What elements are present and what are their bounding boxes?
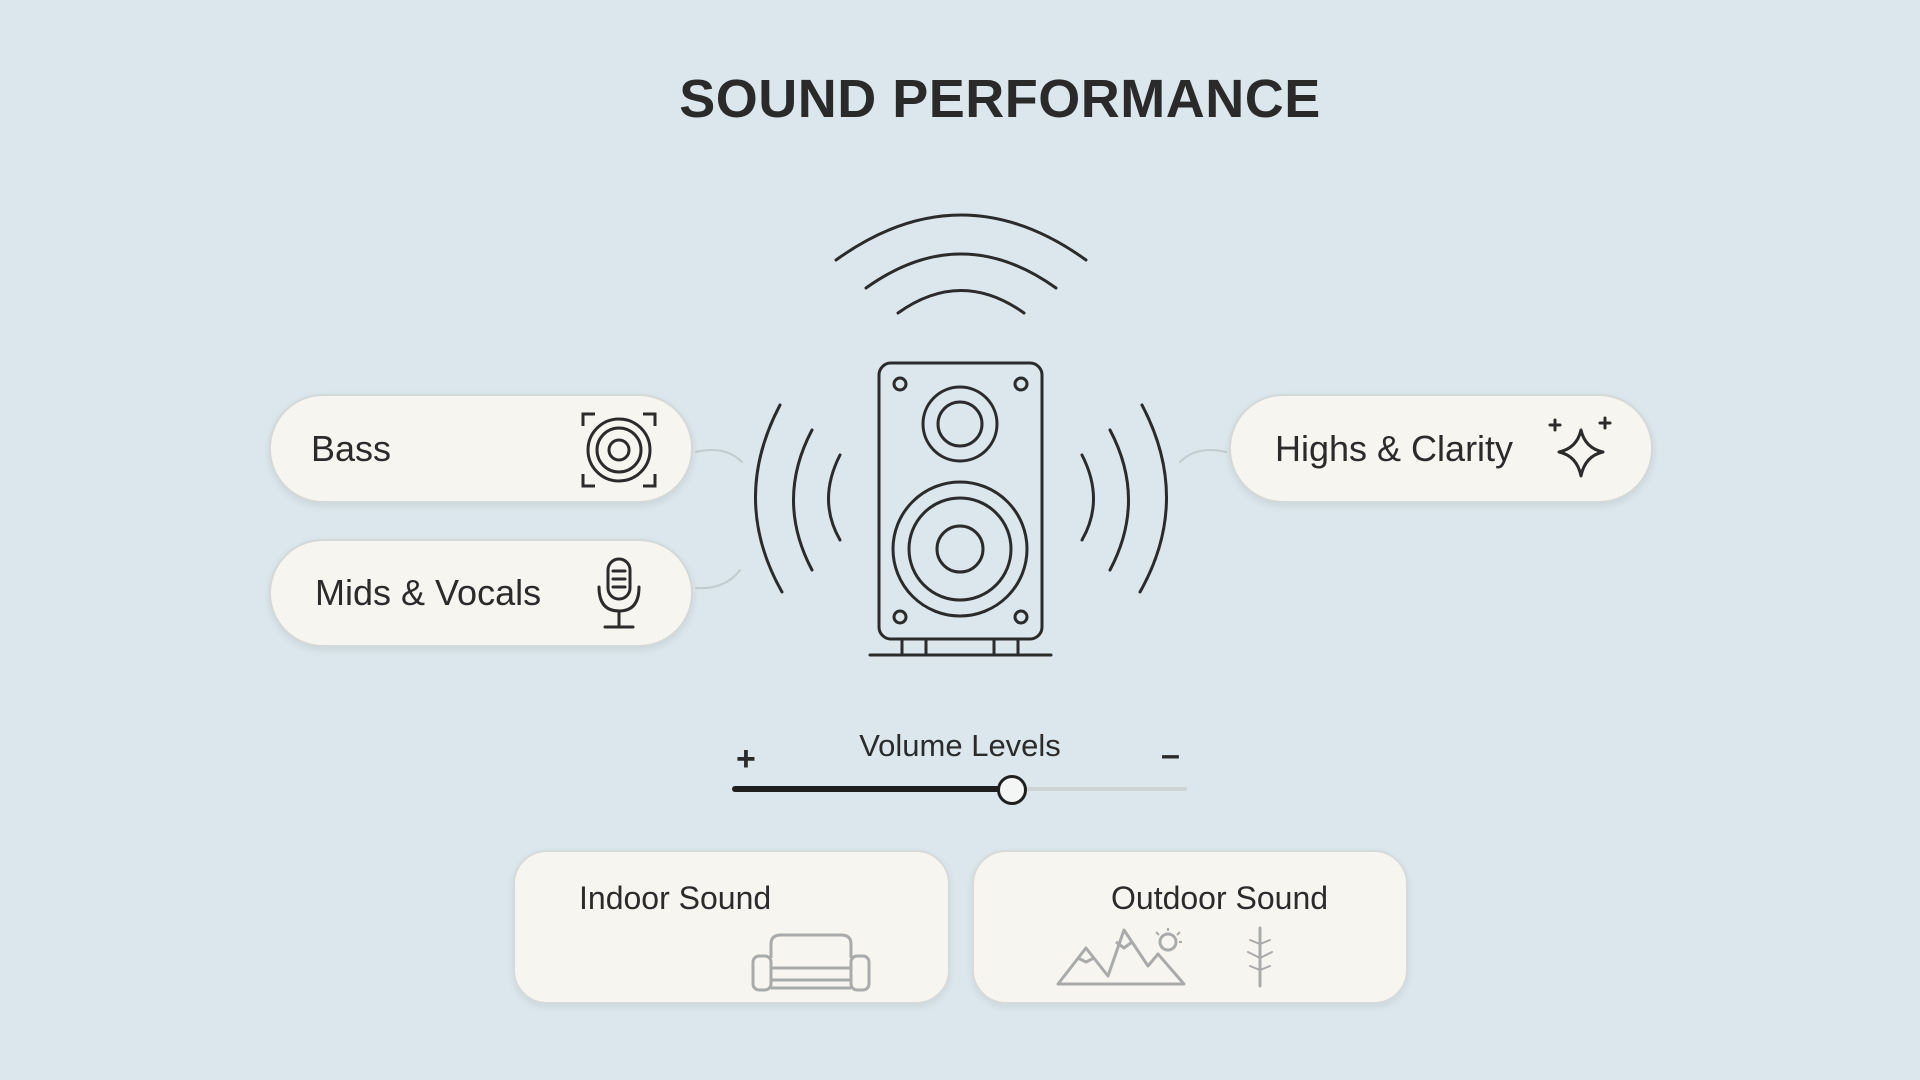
woofer-icon — [581, 412, 657, 488]
highs-clarity-label: Highs & Clarity — [1275, 427, 1514, 469]
bass-label: Bass — [311, 427, 392, 469]
tree-icon — [1247, 926, 1273, 988]
indoor-sound-card[interactable]: Indoor Sound — [513, 850, 950, 1004]
top-sound-waves-icon — [834, 213, 1088, 315]
speaker-icon — [868, 361, 1053, 657]
bass-feature-pill: Bass — [269, 394, 693, 503]
sparkle-icon — [1548, 416, 1612, 478]
left-sound-waves-icon — [754, 403, 842, 594]
indoor-sound-label: Indoor Sound — [579, 880, 772, 916]
volume-slider[interactable] — [732, 775, 1187, 805]
mountains-sun-icon — [1056, 928, 1186, 986]
outdoor-sound-card[interactable]: Outdoor Sound — [972, 850, 1408, 1004]
page-title: SOUND PERFORMANCE — [679, 69, 1321, 129]
volume-slider-thumb[interactable] — [996, 775, 1027, 805]
mids-vocals-label: Mids & Vocals — [315, 572, 542, 613]
volume-plus-button[interactable]: + — [736, 740, 756, 778]
volume-levels-label: Volume Levels — [859, 728, 1061, 763]
mids-vocals-feature-pill: Mids & Vocals — [269, 539, 693, 647]
highs-clarity-feature-pill: Highs & Clarity — [1229, 394, 1653, 503]
volume-minus-button[interactable]: – — [1161, 736, 1180, 774]
volume-slider-fill — [732, 786, 1010, 792]
microphone-icon — [597, 557, 641, 629]
connector-lines — [695, 449, 1227, 590]
outdoor-sound-label: Outdoor Sound — [1111, 880, 1329, 916]
sofa-icon — [751, 933, 871, 992]
right-sound-waves-icon — [1080, 403, 1168, 594]
